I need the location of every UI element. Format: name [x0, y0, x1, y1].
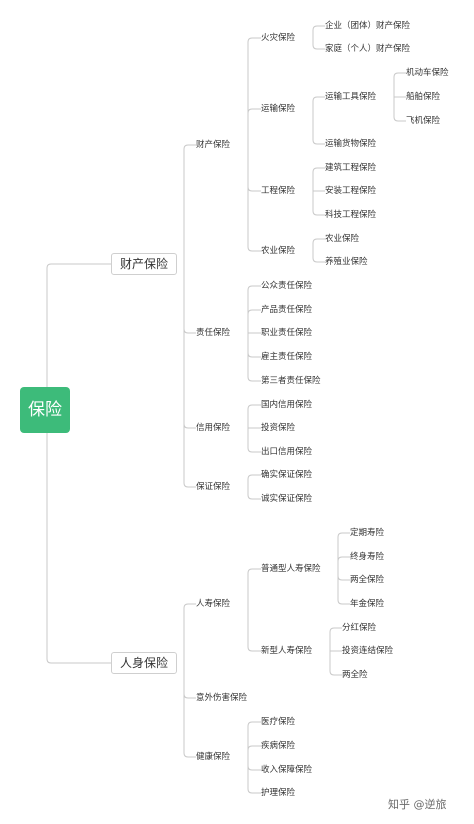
node-ordinary-life[interactable]: 普通型人寿保险 [261, 563, 321, 574]
connector-line [247, 333, 261, 382]
node-guarantee-insurance[interactable]: 保证保险 [196, 481, 231, 492]
node-medical-insurance[interactable]: 医疗保险 [261, 716, 296, 727]
connector-line [247, 108, 261, 145]
node-tech-engineering[interactable]: 科技工程保险 [325, 209, 377, 220]
node-export-credit[interactable]: 出口信用保险 [261, 446, 313, 457]
connector-line [329, 627, 342, 651]
node-whole-life[interactable]: 终身寿险 [350, 551, 385, 562]
connector-line [247, 757, 261, 771]
connector-line [393, 97, 406, 122]
connector-line [247, 604, 261, 652]
connector-line [183, 663, 196, 758]
connector-line [247, 333, 261, 358]
connector-line [312, 191, 325, 216]
node-farming-insurance[interactable]: 农业保险 [325, 233, 360, 244]
node-life-insurance[interactable]: 人寿保险 [196, 598, 231, 609]
connector-line [312, 238, 325, 251]
node-new-life[interactable]: 新型人寿保险 [261, 645, 313, 656]
connector-line [337, 569, 350, 605]
node-fidelity-guarantee[interactable]: 诚实保证保险 [261, 493, 313, 504]
node-investment-insurance[interactable]: 投资保险 [261, 422, 296, 433]
node-employer-liability[interactable]: 雇主责任保险 [261, 351, 313, 362]
connector-line [247, 285, 261, 333]
connector-line [312, 96, 325, 109]
connector-line [247, 145, 261, 252]
node-enterprise-property[interactable]: 企业（团体）财产保险 [325, 20, 411, 31]
node-transport-insurance[interactable]: 运输保险 [261, 103, 296, 114]
node-agriculture-insurance[interactable]: 农业保险 [261, 245, 296, 256]
connector-line [183, 603, 196, 663]
connector-line [247, 745, 261, 757]
node-surety-guarantee[interactable]: 确实保证保险 [261, 469, 313, 480]
node-third-party-liability[interactable]: 第三者责任保险 [261, 375, 321, 386]
connector-line [247, 721, 261, 757]
connector-line [183, 264, 196, 429]
root-node[interactable]: 保险 [20, 387, 70, 433]
connector-line [247, 474, 261, 487]
connector-line [312, 109, 325, 145]
connector-line [183, 264, 196, 488]
node-cargo-transport[interactable]: 运输货物保险 [325, 138, 377, 149]
node-family-property[interactable]: 家庭（个人）财产保险 [325, 43, 411, 54]
connector-line [247, 568, 261, 604]
node-public-liability[interactable]: 公众责任保险 [261, 280, 313, 291]
connector-line [247, 37, 261, 145]
connector-line [247, 145, 261, 192]
connector-line [312, 38, 325, 50]
connector-line [337, 569, 350, 581]
branch-property-insurance[interactable]: 财产保险 [111, 253, 178, 275]
connector-line [337, 532, 350, 569]
node-accident-insurance[interactable]: 意外伤害保险 [196, 692, 248, 703]
connector-line [329, 651, 342, 676]
node-participating[interactable]: 分红保险 [342, 622, 377, 633]
connector-line [183, 144, 196, 264]
node-liability-insurance[interactable]: 责任保险 [196, 327, 231, 338]
node-product-liability[interactable]: 产品责任保险 [261, 304, 313, 315]
connector-line [312, 167, 325, 191]
node-property-insurance[interactable]: 财产保险 [196, 139, 231, 150]
node-endowment[interactable]: 两全保险 [350, 574, 385, 585]
connector-line [247, 404, 261, 428]
node-aircraft-insurance[interactable]: 飞机保险 [406, 115, 441, 126]
node-vehicle-transport[interactable]: 运输工具保险 [325, 91, 377, 102]
node-motor-vehicle[interactable]: 机动车保险 [406, 67, 449, 78]
connector-line [393, 72, 406, 97]
node-income-protection[interactable]: 收入保障保险 [261, 764, 313, 775]
node-professional-liability[interactable]: 职业责任保险 [261, 327, 313, 338]
node-domestic-credit[interactable]: 国内信用保险 [261, 399, 313, 410]
connector-line [312, 25, 325, 38]
node-engineering-insurance[interactable]: 工程保险 [261, 185, 296, 196]
connector-line [183, 663, 196, 699]
watermark-text: 知乎 @逆旅 [388, 798, 447, 811]
node-credit-insurance[interactable]: 信用保险 [196, 422, 231, 433]
connector-line [247, 428, 261, 453]
node-unit-linked[interactable]: 投资连结保险 [342, 645, 394, 656]
node-ship-insurance[interactable]: 船舶保险 [406, 91, 441, 102]
branch-personal-insurance[interactable]: 人身保险 [111, 652, 178, 674]
connector-line [247, 487, 261, 500]
connector-line [247, 309, 261, 333]
connector-line [46, 263, 111, 387]
connector-line [183, 264, 196, 334]
connector-line [312, 251, 325, 263]
connector-line [247, 757, 261, 794]
node-annuity[interactable]: 年金保险 [350, 598, 385, 609]
node-term-life[interactable]: 定期寿险 [350, 527, 385, 538]
node-nursing-insurance[interactable]: 护理保险 [261, 787, 296, 798]
node-endowment-new[interactable]: 两全险 [342, 669, 368, 680]
node-breeding-insurance[interactable]: 养殖业保险 [325, 256, 368, 267]
node-fire-insurance[interactable]: 火灾保险 [261, 32, 296, 43]
connector-line [337, 556, 350, 569]
node-construction-engineering[interactable]: 建筑工程保险 [325, 162, 377, 173]
connector-line [46, 433, 111, 664]
node-health-insurance[interactable]: 健康保险 [196, 751, 231, 762]
node-disease-insurance[interactable]: 疾病保险 [261, 740, 296, 751]
node-installation-engineering[interactable]: 安装工程保险 [325, 185, 377, 196]
